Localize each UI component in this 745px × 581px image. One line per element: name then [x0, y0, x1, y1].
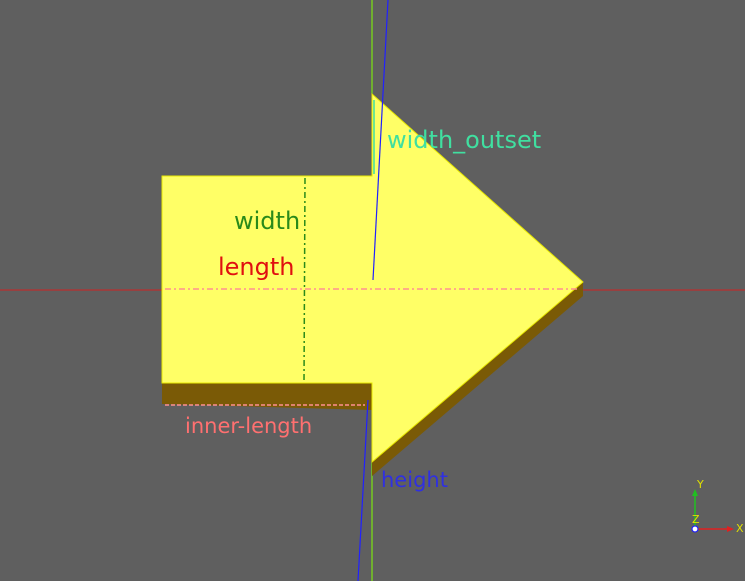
axis-triad: Y X Z	[691, 478, 744, 535]
triad-z-label: Z	[692, 513, 700, 526]
triad-x-arrowhead	[727, 526, 734, 532]
height-dim-line-top	[372, 0, 389, 281]
triad-z-axis	[691, 525, 699, 533]
width-dim-line	[303, 177, 306, 383]
height-label: height	[381, 468, 448, 492]
height-dim-line-bottom	[357, 399, 369, 581]
arrow-tip-side	[372, 282, 583, 476]
triad-y-label: Y	[696, 478, 704, 491]
length-label: length	[218, 253, 295, 281]
arrow-top-face	[161, 92, 584, 464]
width-outset-label: width_outset	[387, 126, 541, 154]
triad-y-arrowhead	[692, 489, 698, 496]
arrow-bottom-side	[162, 383, 372, 410]
triad-x-label: X	[736, 522, 744, 535]
width-label: width	[234, 207, 300, 235]
inner-length-label: inner-length	[185, 414, 312, 438]
